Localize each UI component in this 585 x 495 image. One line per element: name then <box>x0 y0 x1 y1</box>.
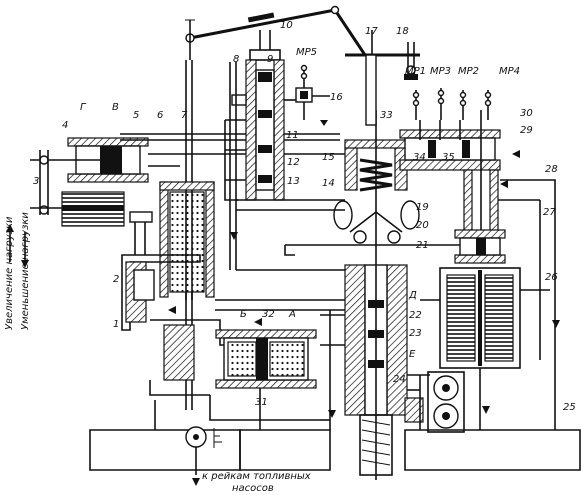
electromagnet-3 <box>30 191 125 227</box>
label-3: 3 <box>33 176 39 187</box>
flyweights-20 <box>284 200 471 256</box>
solenoid-mr5 <box>284 64 330 120</box>
label-10: 10 <box>280 20 293 31</box>
gear-pump-24 <box>404 371 465 433</box>
cylinder-32 <box>185 329 320 475</box>
label-1: 1 <box>113 319 119 330</box>
label-24: 24 <box>393 374 406 385</box>
oil-sump-middle <box>239 429 331 471</box>
oil-sump-right <box>404 429 581 471</box>
label-2: 2 <box>113 274 119 285</box>
label-d: Д <box>408 290 417 301</box>
label-27: 27 <box>543 207 556 218</box>
racks-arrow <box>192 478 200 486</box>
pump-body-1 <box>121 211 240 396</box>
return-pipes <box>154 62 556 430</box>
label-11: 11 <box>286 130 299 141</box>
label-9: 9 <box>267 54 273 65</box>
solenoid-terminals <box>412 88 492 120</box>
label-mr5: МР5 <box>296 47 317 58</box>
label-33: 33 <box>380 110 393 121</box>
label-4: 4 <box>62 120 68 131</box>
label-8: 8 <box>233 54 239 65</box>
label-13: 13 <box>287 176 300 187</box>
label-b: Б <box>240 309 247 320</box>
label-5: 5 <box>133 110 139 121</box>
label-28: 28 <box>545 164 558 175</box>
flow-arrows <box>6 120 560 418</box>
increase-load-note: Увеличение нагрузки <box>4 216 15 330</box>
label-22: 22 <box>409 310 422 321</box>
to-racks-caption-1: к рейкам топливных <box>202 471 311 482</box>
label-30: 30 <box>520 108 533 119</box>
label-19: 19 <box>416 202 429 213</box>
power-cylinder-4 <box>30 133 345 183</box>
label-34: 34 <box>413 152 426 163</box>
to-racks-caption-2: насосов <box>232 483 274 494</box>
label-18: 18 <box>396 26 409 37</box>
label-21: 21 <box>416 240 429 251</box>
decrease-load-note: Уменьшение нагрузки <box>20 212 31 330</box>
speeder-spring-14 <box>344 110 408 300</box>
load-lever <box>39 150 49 215</box>
pilot-valve-22 <box>320 264 430 480</box>
label-35: 35 <box>442 152 455 163</box>
label-v: В <box>112 102 119 113</box>
label-g: Г <box>80 102 87 113</box>
accumulator-6 <box>159 181 215 300</box>
label-mr3: МР3 <box>430 66 451 77</box>
label-15: 15 <box>322 152 335 163</box>
label-25: 25 <box>563 402 576 413</box>
label-26: 26 <box>545 272 558 283</box>
label-6: 6 <box>157 110 163 121</box>
label-e: Е <box>409 349 416 360</box>
speed-lever-17 <box>345 30 420 126</box>
label-mr4: МР4 <box>499 66 520 77</box>
cylinder-26 <box>420 267 550 369</box>
label-29: 29 <box>520 125 533 136</box>
label-7: 7 <box>181 110 188 121</box>
valve-27 <box>454 229 506 264</box>
label-16: 16 <box>330 92 343 103</box>
label-32: 32 <box>262 309 275 320</box>
label-23: 23 <box>409 328 422 339</box>
label-a: А <box>288 309 296 320</box>
block-35 <box>399 120 501 171</box>
label-14: 14 <box>322 178 335 189</box>
label-mr2: МР2 <box>458 66 479 77</box>
label-mr1: МР1 <box>405 66 426 77</box>
label-12: 12 <box>287 157 300 168</box>
label-31: 31 <box>255 397 268 408</box>
label-17: 17 <box>365 26 378 37</box>
label-20: 20 <box>416 220 429 231</box>
